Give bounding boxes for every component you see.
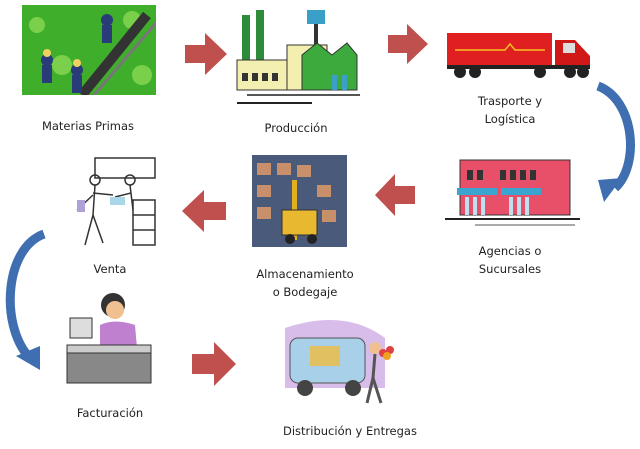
step-label-almacenamiento: Almacenamiento o Bodegaje [225, 265, 385, 301]
label-line-2: o Bodegaje [272, 285, 338, 299]
step-label-materias-primas: Materias Primas [41, 119, 135, 133]
factory-icon [236, 10, 360, 104]
warehouse-forklift-icon [252, 155, 347, 247]
step-label-agencias: Agencias o Sucursales [430, 242, 590, 278]
label-line-2: Sucursales [478, 262, 542, 276]
right-arrow-icon [388, 24, 428, 64]
step-label-transporte: Trasporte y Logística [430, 92, 590, 128]
curved-arrow-icon [5, 229, 46, 370]
label-line-1: Trasporte y [477, 94, 543, 108]
label-line-1: Agencias o [478, 244, 542, 258]
cashier-icon [66, 293, 152, 384]
truck-icon [447, 33, 590, 78]
right-arrow-icon [192, 342, 236, 386]
salesperson-icon [76, 157, 156, 246]
step-label-produccion: Producción [264, 121, 328, 135]
delivery-van-icon [285, 320, 394, 404]
label-line-2: Logística [484, 112, 536, 126]
farm-workers-icon [22, 5, 156, 95]
curved-arrow-icon [596, 81, 635, 202]
left-arrow-icon [182, 190, 226, 232]
label-line-1: Almacenamiento [256, 267, 354, 281]
left-arrow-icon [375, 174, 415, 216]
step-label-facturacion: Facturación [76, 406, 144, 420]
right-arrow-icon [185, 33, 227, 75]
step-label-distribucion: Distribución y Entregas [283, 424, 417, 438]
store-icon [445, 159, 580, 226]
step-label-venta: Venta [93, 262, 127, 276]
